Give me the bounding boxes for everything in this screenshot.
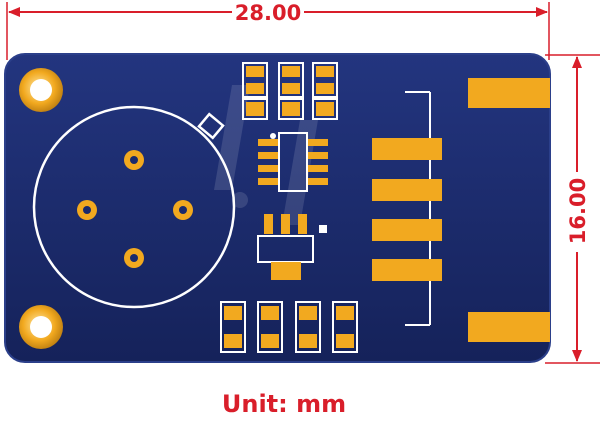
unit-caption: Unit: mm bbox=[222, 390, 346, 418]
width-label: 28.00 bbox=[235, 1, 301, 25]
smd-pads-top bbox=[242, 62, 338, 120]
width-dimension: 28.00 bbox=[6, 1, 550, 60]
pcb-board bbox=[4, 53, 551, 363]
sensor-pin-right bbox=[173, 200, 193, 220]
smd-component bbox=[220, 301, 246, 353]
connector-pin bbox=[372, 179, 442, 201]
connector-pin bbox=[372, 219, 442, 241]
smd-component bbox=[312, 62, 338, 98]
smd-component bbox=[257, 301, 283, 353]
height-label-bg bbox=[566, 172, 590, 252]
smd-component bbox=[242, 98, 268, 120]
transistor-footprint bbox=[257, 214, 327, 280]
connector-footprint bbox=[372, 78, 550, 342]
smd-component bbox=[278, 98, 304, 120]
sensor-pin-left bbox=[77, 200, 97, 220]
width-label-bg bbox=[232, 1, 304, 23]
sensor-footprint bbox=[32, 105, 236, 309]
sensor-pin-top bbox=[124, 150, 144, 170]
ic-chip bbox=[258, 132, 328, 192]
connector-pin bbox=[372, 259, 442, 281]
connector-pin bbox=[372, 138, 442, 160]
smd-component bbox=[295, 301, 321, 353]
height-label: 16.00 bbox=[566, 178, 590, 244]
smd-component bbox=[312, 98, 338, 120]
smd-component bbox=[242, 62, 268, 98]
smd-component bbox=[278, 62, 304, 98]
height-dimension: 16.00 bbox=[545, 54, 600, 364]
connector-mount-pad-top bbox=[468, 78, 550, 108]
mounting-hole-bottom-left bbox=[19, 305, 63, 349]
board-outline bbox=[4, 53, 551, 363]
sensor-pin-bottom bbox=[124, 248, 144, 268]
smd-pads-bottom bbox=[220, 301, 358, 353]
mounting-hole-top-left bbox=[19, 68, 63, 112]
smd-component bbox=[332, 301, 358, 353]
connector-mount-pad-bottom bbox=[468, 312, 550, 342]
